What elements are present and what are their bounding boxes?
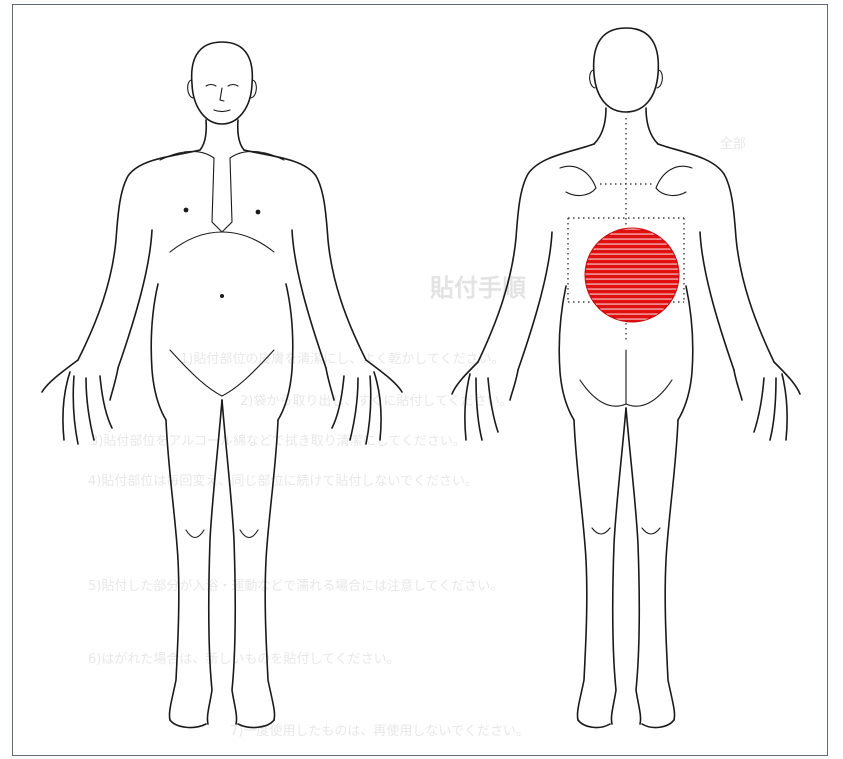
back-body-outline: [452, 28, 800, 727]
front-body-outline: [42, 42, 402, 727]
back-head: [594, 28, 659, 112]
lower-back-marker: [585, 228, 679, 322]
